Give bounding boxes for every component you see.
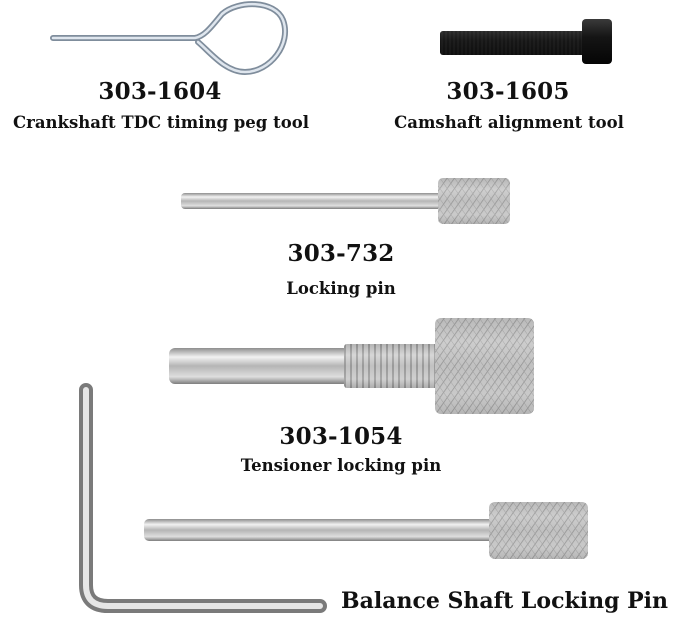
threaded-knurled-pin-icon [169,318,534,414]
wire-loop-peg-icon [50,1,288,76]
tool-code-303-1604: 303-1604 [98,78,222,105]
tool-code-303-1054: 303-1054 [279,423,403,450]
knurled-locking-pin-icon [181,178,510,224]
tool-description-camshaft: Camshaft alignment tool [394,113,624,132]
black-socket-bolt-icon [440,19,612,64]
tool-description-locking-pin: Locking pin [286,279,396,298]
l-key-icon [79,383,327,613]
tool-description-tensioner: Tensioner locking pin [240,456,442,475]
tool-description-crankshaft: Crankshaft TDC timing peg tool [13,113,309,132]
tool-code-303-732: 303-732 [287,240,395,267]
tool-code-303-1605: 303-1605 [446,78,570,105]
knurled-balance-shaft-pin-icon [144,502,588,559]
tool-description-balance-shaft: Balance Shaft Locking Pin [341,588,669,614]
